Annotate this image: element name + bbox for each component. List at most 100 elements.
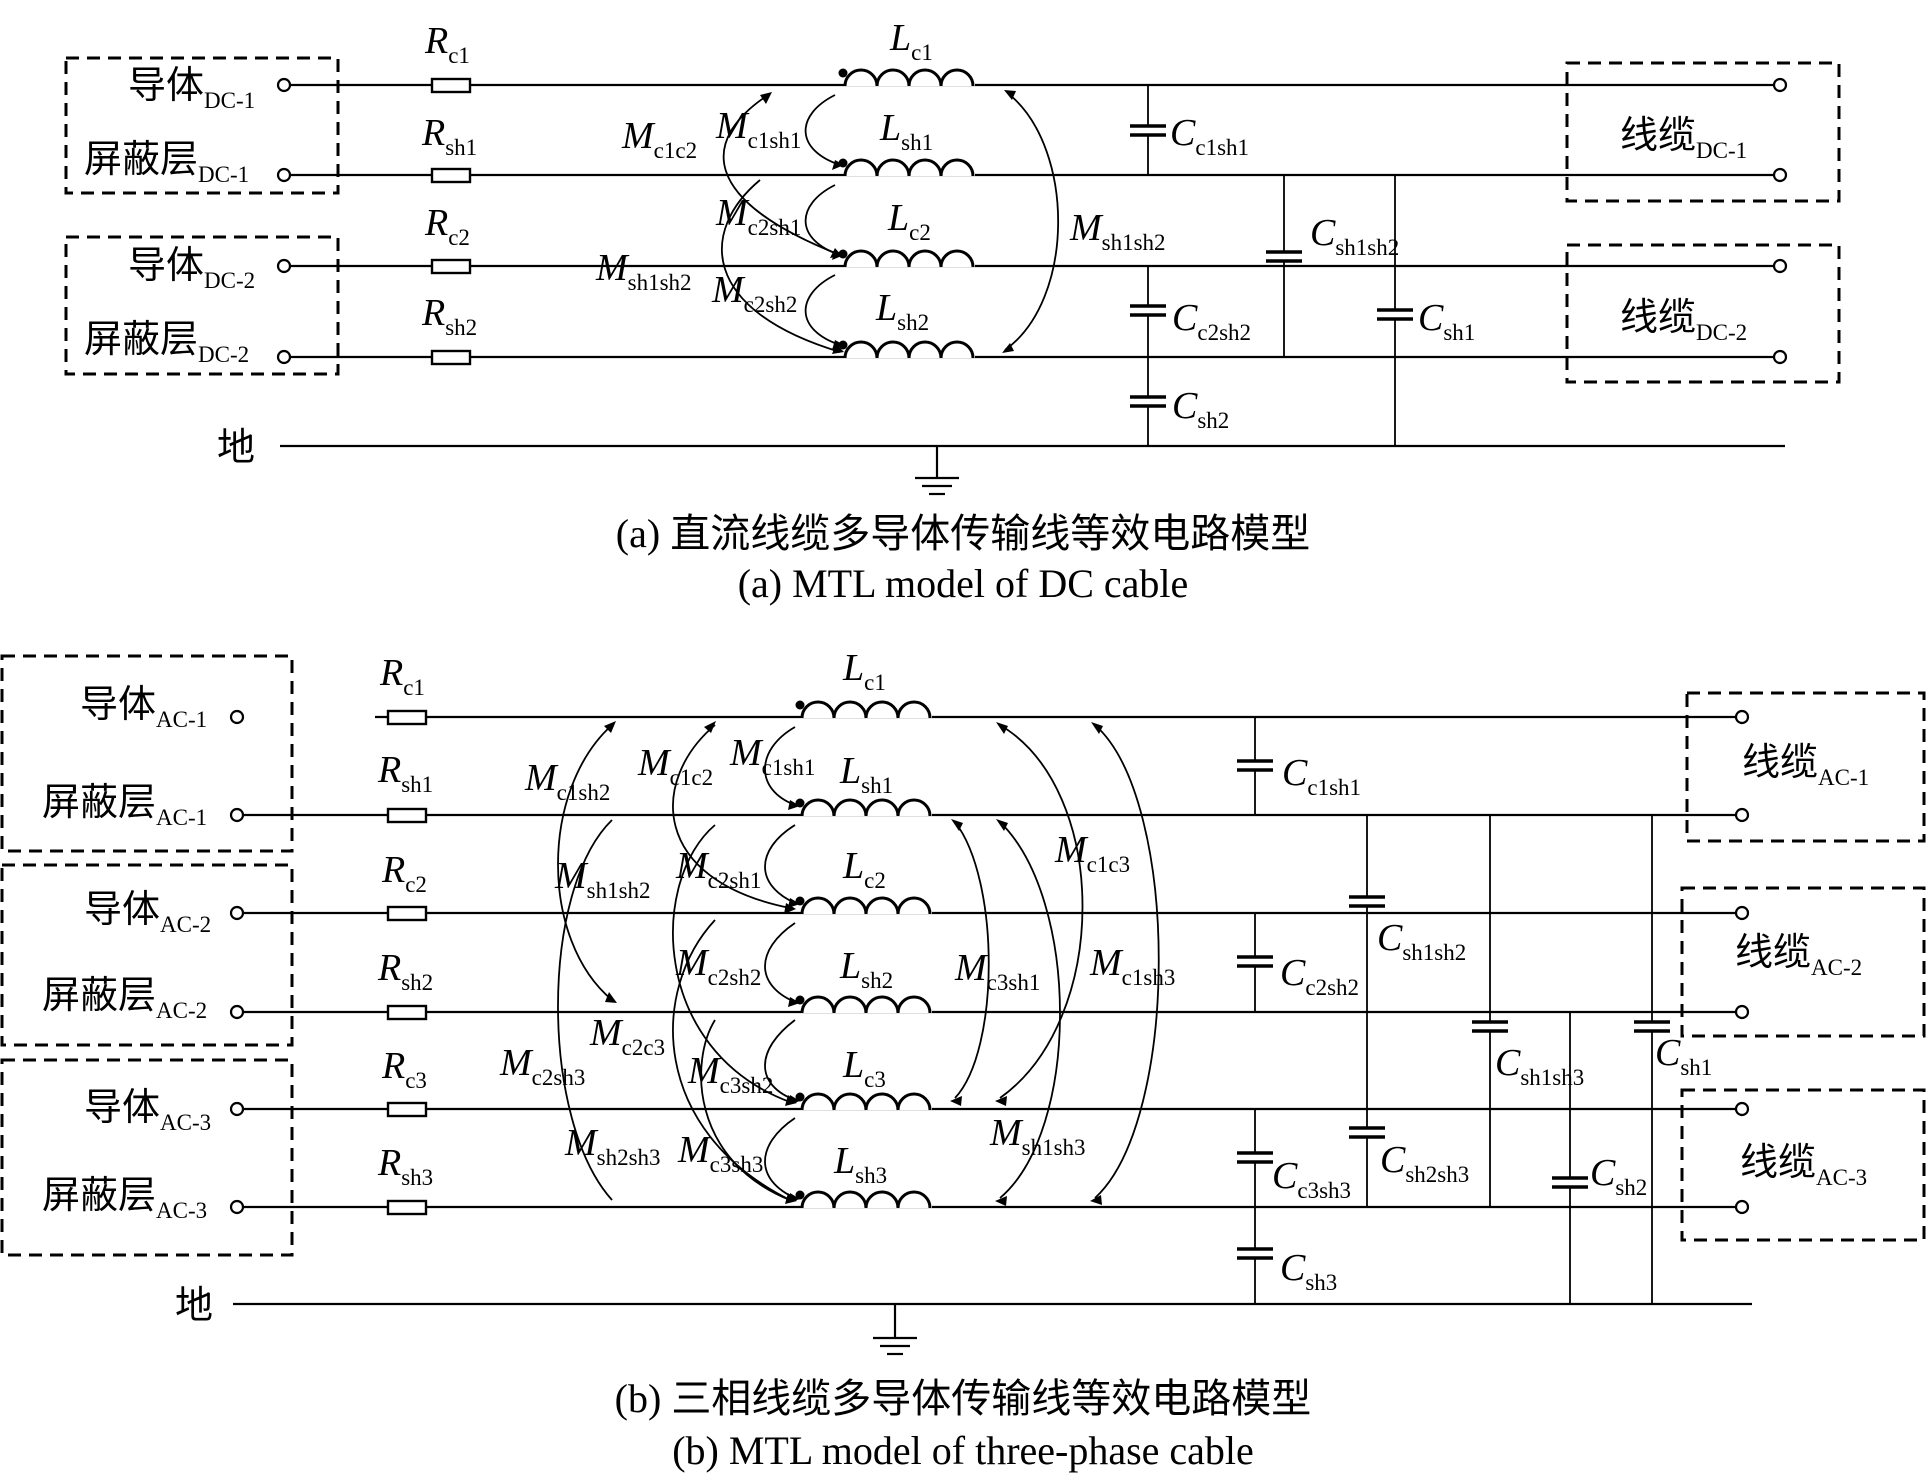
ac-inductor-label: Lc1 xyxy=(842,647,886,695)
dc-cable-label: 线缆DC-1 xyxy=(1620,115,1747,163)
ac-terminal xyxy=(1734,1004,1750,1020)
ac-mutual-label: Msh1sh2 xyxy=(554,855,651,903)
dc-resistor-label: Rsh1 xyxy=(421,112,477,160)
dc-capacitor xyxy=(1130,85,1166,175)
ac-port-label: 导体AC-2 xyxy=(84,889,211,937)
dc-mutual-label: Mc2sh2 xyxy=(711,269,797,317)
dc-inductor xyxy=(838,249,975,268)
dc-terminal xyxy=(1772,167,1788,183)
ac-resistor-label: Rsh1 xyxy=(377,749,433,797)
ac-capacitor xyxy=(1349,815,1385,1109)
ac-mutual-label: Msh2sh3 xyxy=(564,1122,661,1170)
ac-mutual-label: Mc2c3 xyxy=(589,1012,665,1060)
ac-inductor xyxy=(795,700,932,719)
ac-port-box-2 xyxy=(0,863,294,1047)
dc-resistor xyxy=(430,167,472,184)
ac-mutual-label: Mc1sh2 xyxy=(524,757,610,805)
ac-capacitor-label: Cc3sh3 xyxy=(1272,1155,1351,1203)
ac-resistor xyxy=(386,709,428,726)
dc-terminal xyxy=(276,77,292,93)
ac-mutual-label: Msh1sh3 xyxy=(989,1112,1086,1160)
dc-port-label: 屏蔽层DC-1 xyxy=(84,139,249,187)
ac-mutual-label: Mc3sh2 xyxy=(687,1050,773,1098)
ac-capacitor-label: Csh1 xyxy=(1655,1032,1712,1080)
ac-resistor xyxy=(386,905,428,922)
dc-resistor xyxy=(430,349,472,366)
ac-ground-label: 地 xyxy=(175,1285,213,1327)
ac-port-label: 屏蔽层AC-3 xyxy=(42,1175,207,1223)
dc-inductor xyxy=(838,158,975,177)
ac-mutual-arcs xyxy=(557,721,1160,1206)
dc-port-box-1 xyxy=(64,56,340,195)
ac-capacitor-label: Cc2sh2 xyxy=(1280,952,1359,1000)
ac-caption-en: (b) MTL model of three-phase cable xyxy=(672,1428,1254,1473)
dc-capacitor-label: Cc2sh2 xyxy=(1172,297,1251,345)
ac-capacitor-label: Cc1sh1 xyxy=(1282,752,1361,800)
dc-port-label: 屏蔽层DC-2 xyxy=(84,319,249,367)
ac-resistor xyxy=(386,807,428,824)
dc-capacitor xyxy=(1377,175,1413,446)
ac-terminal xyxy=(1734,1199,1750,1215)
dc-resistor xyxy=(430,258,472,275)
ac-inductor-label: Lc2 xyxy=(842,845,886,893)
ac-ground-icon xyxy=(873,1304,917,1356)
dc-resistor-label: Rc2 xyxy=(424,202,470,250)
dc-inductor-label: Lc1 xyxy=(889,17,933,65)
ac-inductor-label: Lsh3 xyxy=(833,1140,887,1188)
ac-port-label: 屏蔽层AC-2 xyxy=(42,975,207,1023)
ac-capacitor xyxy=(1237,717,1273,815)
ac-caption-cn: (b) 三相线缆多导体传输线等效电路模型 xyxy=(615,1376,1312,1421)
dc-inductor-label: Lsh1 xyxy=(879,107,933,155)
ac-cable-box-3 xyxy=(1680,1088,1926,1242)
ac-capacitor xyxy=(1237,1109,1273,1207)
dc-terminal xyxy=(1772,258,1788,274)
ac-terminal xyxy=(229,807,245,823)
ac-capacitor xyxy=(1634,815,1670,1304)
ac-mutual-label: Mc1c3 xyxy=(1054,829,1130,877)
ac-inductor-label: Lsh1 xyxy=(839,750,893,798)
dc-inductor xyxy=(838,68,975,87)
ac-resistor xyxy=(386,1004,428,1021)
dc-resistor xyxy=(430,77,472,94)
ac-mutual-label: Mc3sh1 xyxy=(954,947,1040,995)
ac-cable-label: 线缆AC-1 xyxy=(1742,742,1869,790)
ac-resistor-label: Rsh2 xyxy=(377,947,433,995)
ac-capacitor xyxy=(1552,1012,1588,1304)
dc-resistor-label: Rc1 xyxy=(424,20,470,68)
ac-inductor xyxy=(795,995,932,1014)
dc-mutual-label: Mc2sh1 xyxy=(715,192,801,240)
ac-resistor xyxy=(386,1101,428,1118)
ac-terminal xyxy=(229,905,245,921)
ac-terminal xyxy=(229,1101,245,1117)
dc-terminal xyxy=(1772,77,1788,93)
ac-terminal xyxy=(1734,709,1750,725)
ac-capacitor xyxy=(1349,1109,1385,1207)
ac-mutual-label: Mc2sh1 xyxy=(675,845,761,893)
ac-capacitor-label: Csh3 xyxy=(1280,1247,1337,1295)
ac-terminal xyxy=(229,1199,245,1215)
dc-mutual-label: Msh1sh2 xyxy=(1069,207,1166,255)
ac-terminal xyxy=(229,1004,245,1020)
ac-terminal xyxy=(1734,807,1750,823)
ac-inductor-label: Lsh2 xyxy=(839,945,893,993)
ac-inductor xyxy=(795,1190,932,1209)
ac-terminal xyxy=(229,709,245,725)
dc-cable-label: 线缆DC-2 xyxy=(1620,297,1747,345)
ac-mutual-label: Mc2sh2 xyxy=(675,942,761,990)
ac-cable-box-1 xyxy=(1685,691,1926,843)
dc-capacitor-label: Cc1sh1 xyxy=(1170,112,1249,160)
dc-caption-cn: (a) 直流线缆多导体传输线等效电路模型 xyxy=(616,511,1310,556)
dc-terminal xyxy=(276,349,292,365)
dc-cable-box-1 xyxy=(1565,61,1841,203)
ac-cable-box-2 xyxy=(1680,886,1926,1038)
dc-capacitor-label: Csh2 xyxy=(1172,385,1229,433)
ac-resistor-label: Rc3 xyxy=(381,1045,427,1093)
ac-mutual-label: Mc2sh3 xyxy=(499,1042,585,1090)
dc-mutual-label: Mc1sh1 xyxy=(715,105,801,153)
ac-port-label: 导体AC-3 xyxy=(84,1087,211,1135)
dc-capacitor-label: Csh1 xyxy=(1418,297,1475,345)
dc-inductor xyxy=(838,340,975,359)
ac-capacitor-label: Csh2sh3 xyxy=(1380,1139,1469,1187)
dc-ground-icon xyxy=(915,446,959,496)
